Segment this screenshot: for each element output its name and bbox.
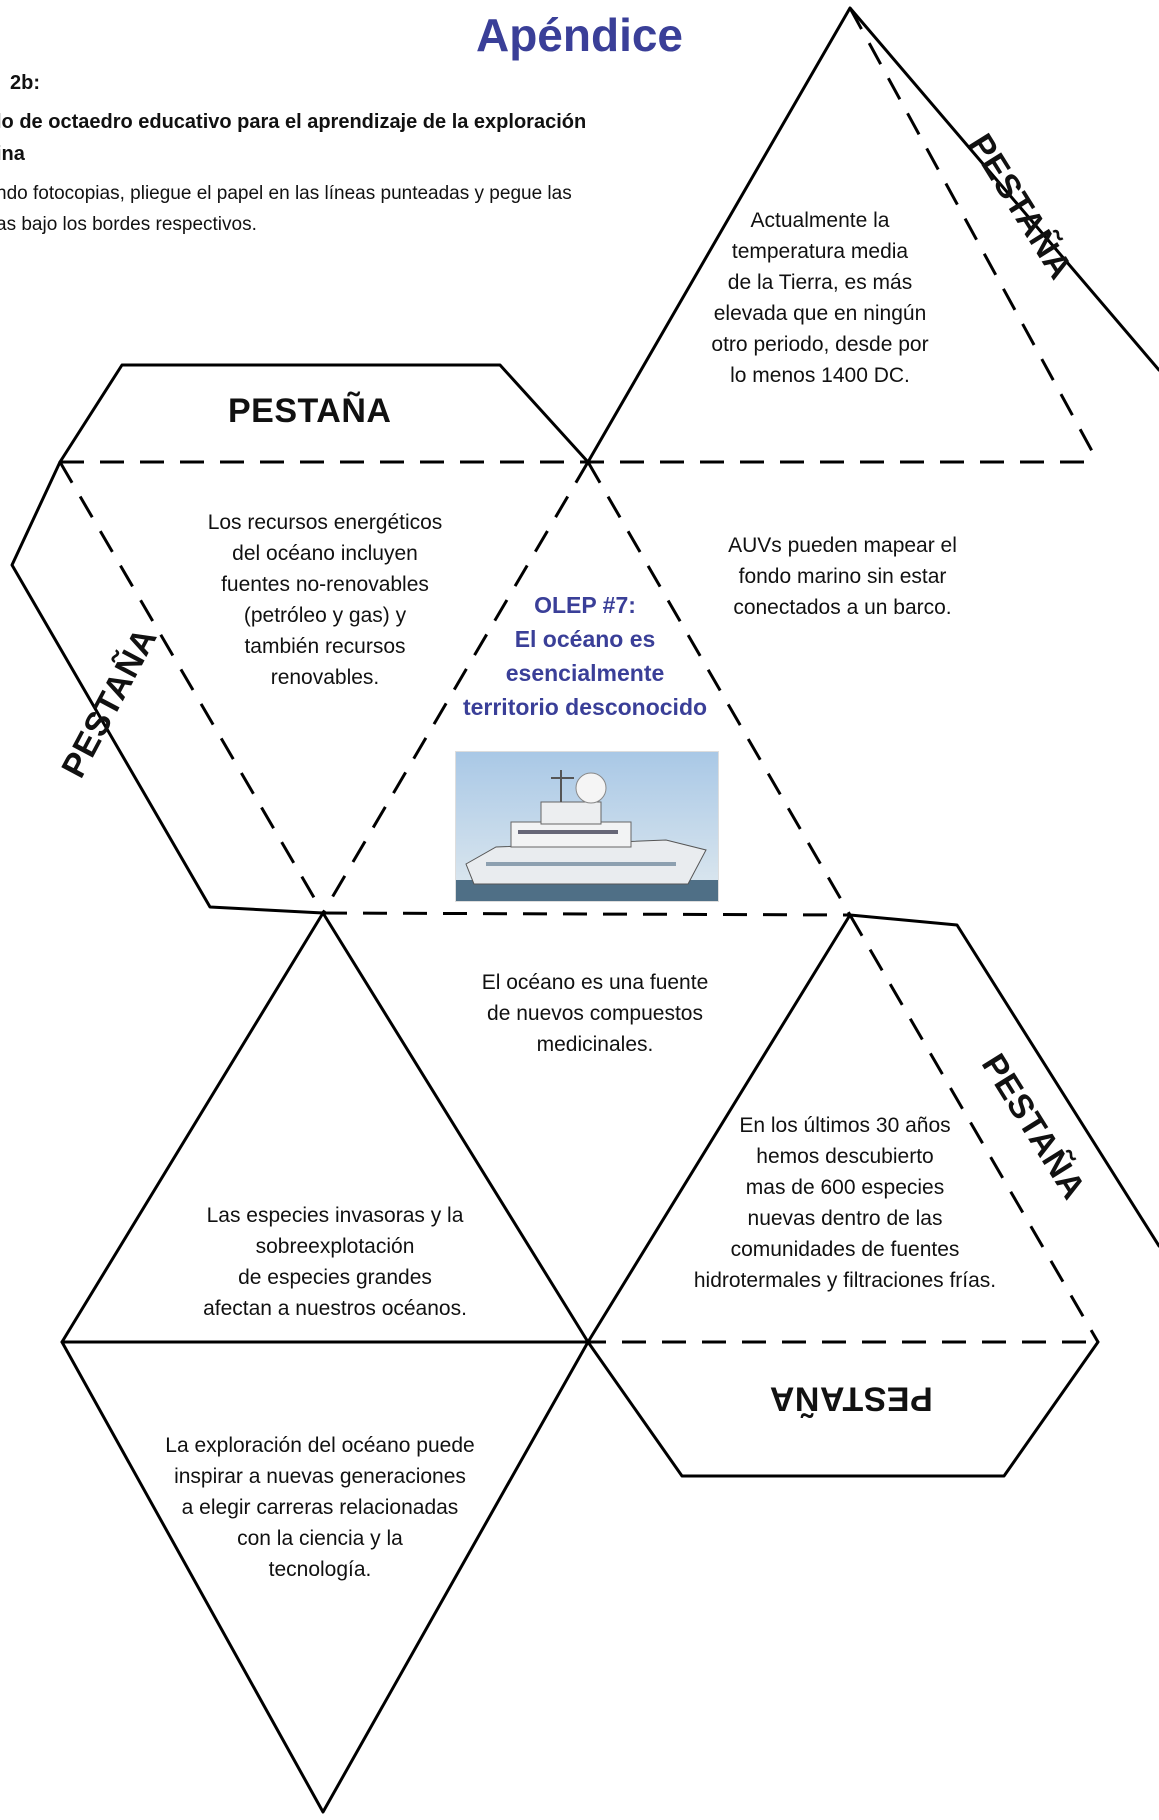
fold-line-center-right [586, 461, 852, 916]
fold-line-right [848, 914, 1100, 1343]
page-title: Apéndice [475, 9, 684, 61]
right-tab-outline [848, 913, 1159, 1248]
fold-line-left [58, 461, 325, 914]
tab-label-bottom-right: PESTAÑA [769, 1379, 933, 1418]
left-tab-outline [10, 460, 325, 915]
center-bottom-edge [321, 911, 590, 1344]
tab-label-top-left: PESTAÑA [228, 392, 392, 430]
fold-line-center-left [321, 461, 590, 914]
instructions: ndo fotocopias, pliegue el papel en las … [0, 183, 572, 204]
mid-right-edge [586, 913, 852, 1344]
bottom-face-outline [60, 1340, 590, 1814]
instructions-cont: as bajo los bordes respectivos. [0, 214, 257, 235]
fold-line-middle [322, 911, 851, 917]
top-left-tab-outline [58, 363, 590, 464]
appendix-label: 2b: [10, 72, 40, 94]
appendix-subtitle-cont: ina [0, 143, 25, 165]
fold-line-top-right [848, 7, 1100, 463]
ship-photo [455, 751, 719, 902]
bottom-right-tab-outline [586, 1340, 1100, 1478]
appendix-subtitle: lo de octaedro educativo para el aprendi… [0, 111, 587, 133]
